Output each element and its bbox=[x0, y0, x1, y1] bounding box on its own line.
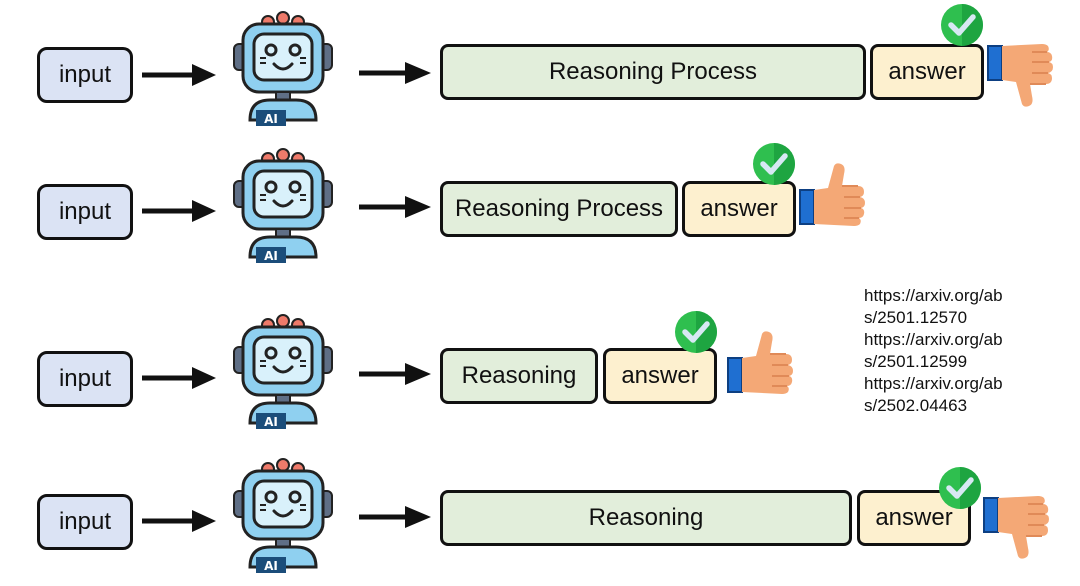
robot-badge-label: AI bbox=[264, 415, 278, 429]
green-check-badge-icon bbox=[752, 142, 798, 188]
answer-box: answer bbox=[857, 490, 971, 546]
reference-line: s/2501.12599 bbox=[864, 352, 968, 371]
arrow-right-icon bbox=[359, 62, 431, 84]
robot-ai-icon: AI bbox=[232, 10, 334, 126]
reference-line: https://arxiv.org/ab bbox=[864, 286, 1003, 305]
robot-ai-icon: AI bbox=[232, 313, 334, 429]
input-box: input bbox=[37, 47, 133, 103]
reference-line: s/2501.12570 bbox=[864, 308, 968, 327]
reference-line: s/2502.04463 bbox=[864, 396, 968, 415]
arrow-right-icon bbox=[359, 196, 431, 218]
reference-line: https://arxiv.org/ab bbox=[864, 330, 1003, 349]
arrow-right-icon bbox=[142, 367, 216, 389]
robot-badge-label: AI bbox=[264, 559, 278, 573]
answer-box: answer bbox=[603, 348, 717, 404]
arrow-right-icon bbox=[359, 506, 431, 528]
arrow-right-icon bbox=[142, 200, 216, 222]
thumbs-down-icon bbox=[987, 43, 1054, 108]
thumbs-down-icon bbox=[983, 495, 1050, 560]
reasoning-box: Reasoning Process bbox=[440, 44, 866, 100]
answer-box: answer bbox=[870, 44, 984, 100]
reference-links: https://arxiv.org/ab s/2501.12570 https:… bbox=[864, 285, 1064, 417]
robot-ai-icon: AI bbox=[232, 147, 334, 263]
thumbs-up-icon bbox=[727, 330, 794, 395]
arrow-right-icon bbox=[142, 510, 216, 532]
input-box: input bbox=[37, 494, 133, 550]
arrow-right-icon bbox=[142, 64, 216, 86]
green-check-badge-icon bbox=[940, 3, 986, 49]
reasoning-box: Reasoning Process bbox=[440, 181, 678, 237]
robot-ai-icon: AI bbox=[232, 457, 334, 573]
input-box: input bbox=[37, 184, 133, 240]
input-box: input bbox=[37, 351, 133, 407]
thumbs-up-icon bbox=[799, 162, 866, 227]
reasoning-box: Reasoning bbox=[440, 490, 852, 546]
reasoning-box: Reasoning bbox=[440, 348, 598, 404]
arrow-right-icon bbox=[359, 363, 431, 385]
robot-badge-label: AI bbox=[264, 249, 278, 263]
green-check-badge-icon bbox=[938, 466, 984, 512]
answer-box: answer bbox=[682, 181, 796, 237]
reference-line: https://arxiv.org/ab bbox=[864, 374, 1003, 393]
green-check-badge-icon bbox=[674, 310, 720, 356]
robot-badge-label: AI bbox=[264, 112, 278, 126]
